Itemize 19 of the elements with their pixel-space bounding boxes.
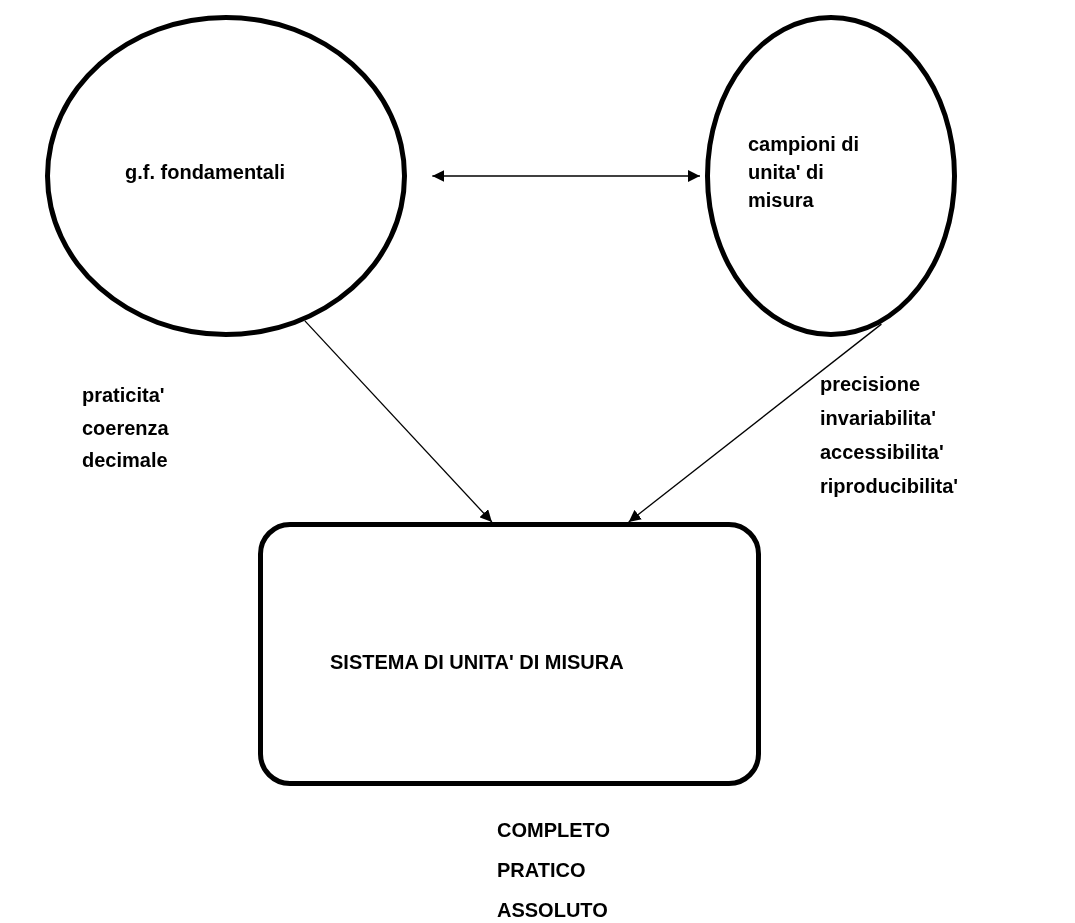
circle-node <box>705 15 957 337</box>
property-text: riproducibilita' <box>820 474 959 499</box>
property-text: coerenza <box>82 416 169 441</box>
property-text: invariabilita' <box>820 406 936 431</box>
rounded-box <box>258 522 761 786</box>
property-text: PRATICO <box>497 858 586 883</box>
arrow <box>431 170 701 182</box>
property-text: COMPLETO <box>497 818 610 843</box>
node-text: campioni di unita' di misura <box>748 132 861 213</box>
property-text: decimale <box>82 448 168 473</box>
node-text: g.f. fondamentali <box>125 160 286 185</box>
ellipse-node <box>45 15 407 337</box>
node-text: SISTEMA DI UNITA' DI MISURA <box>330 650 625 675</box>
property-text: praticita' <box>82 383 165 408</box>
arrow <box>304 320 493 523</box>
arrow <box>628 323 883 523</box>
property-text: ASSOLUTO <box>497 898 608 923</box>
property-text: accessibilita' <box>820 440 944 465</box>
property-text: precisione <box>820 372 921 397</box>
